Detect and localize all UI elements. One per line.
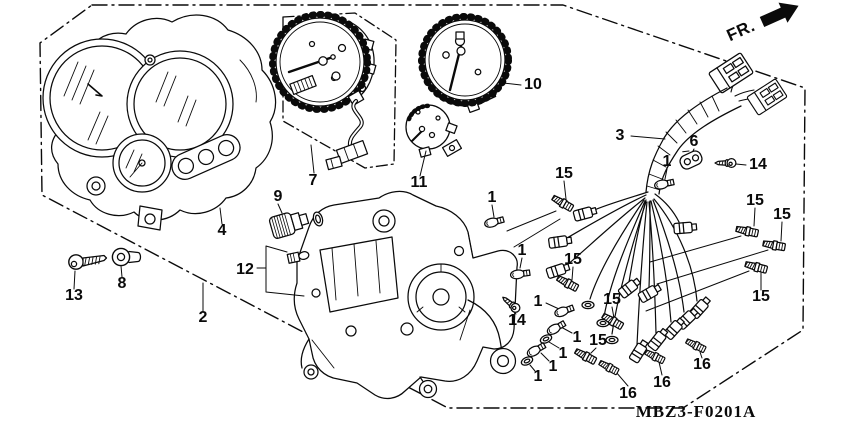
- part-callout: 1: [558, 345, 568, 362]
- part-callout: 12: [236, 261, 254, 278]
- part-callout: 3: [615, 127, 625, 144]
- part-callout: 15: [603, 291, 621, 308]
- part-callout: 14: [749, 156, 767, 173]
- part-callout: 8: [117, 275, 127, 292]
- part-callout: 1: [548, 358, 558, 375]
- diagram-code: MBZ3-F0201A: [635, 402, 757, 421]
- part-callout: 1: [533, 293, 543, 310]
- part-callout: 9: [273, 188, 283, 205]
- part-callout: 15: [555, 165, 573, 182]
- part-callout: 2: [198, 309, 208, 326]
- part-callout: 1: [662, 153, 672, 170]
- bolt-8: [111, 247, 142, 267]
- part-callout: 4: [217, 222, 227, 239]
- part-callout: 15: [589, 332, 607, 349]
- part-callout: 7: [308, 172, 318, 189]
- part-callout: 15: [564, 251, 582, 268]
- part-callout: 15: [746, 192, 764, 209]
- part-callout: 1: [572, 329, 582, 346]
- assembly-boundary: [39, 4, 806, 409]
- part-callout: 16: [653, 374, 671, 391]
- wire-harness: [545, 51, 788, 365]
- part-callout: 15: [752, 288, 770, 305]
- speedometer-unit: [269, 11, 377, 171]
- part-callout: 6: [689, 133, 699, 150]
- meter-bulb-12: [256, 245, 310, 297]
- harness-clamp-6: [679, 150, 703, 170]
- screw-13: [68, 254, 108, 270]
- fuel-gauge-unit: [405, 103, 463, 158]
- part-callout: 1: [533, 368, 543, 385]
- part-callout: 13: [65, 287, 83, 304]
- part-callout: 1: [517, 242, 527, 259]
- trip-knob: [268, 211, 324, 239]
- part-callout: 11: [410, 174, 428, 191]
- part-callout: 15: [773, 206, 791, 223]
- sub-assembly-boundary: [282, 12, 397, 169]
- part-callout: 1: [487, 189, 497, 206]
- part-callout: 10: [524, 76, 542, 93]
- fr-direction-arrow: [759, 2, 799, 28]
- part-callout: 14: [508, 312, 526, 329]
- rear-case: [293, 190, 518, 400]
- part-callout: 16: [693, 356, 711, 373]
- part-callout: 16: [619, 385, 637, 402]
- tachometer-unit: [418, 13, 512, 114]
- front-meter-cluster: [42, 14, 277, 231]
